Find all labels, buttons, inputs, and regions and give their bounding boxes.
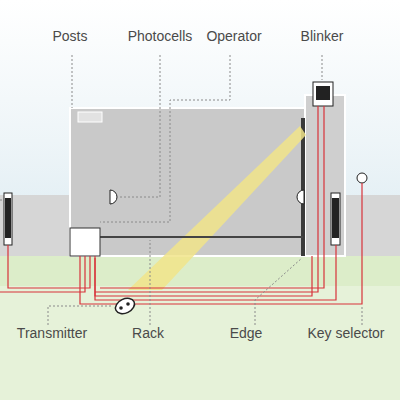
part-label: Transmitter	[15, 325, 89, 341]
part-label: Rack	[130, 325, 166, 341]
part-label: Key selector	[305, 325, 386, 341]
part-label: Edge	[228, 325, 265, 341]
part-label: Photocells	[126, 28, 195, 44]
part-label: Operator	[204, 28, 263, 44]
part-label: Blinker	[299, 28, 346, 44]
part-label: Posts	[50, 28, 89, 44]
